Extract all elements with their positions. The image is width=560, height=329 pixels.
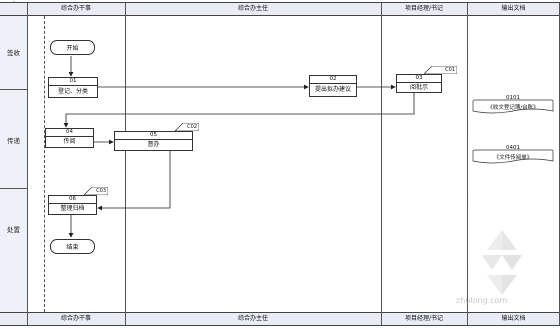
column-header-manager: 项目经理/书记 — [404, 5, 444, 12]
document-name: 《文件传阅单》 — [493, 155, 533, 161]
step-label: 传阅 — [63, 138, 76, 145]
output-document-0401: 0401 《文件传阅单》 — [470, 145, 556, 165]
step-label: 登记、分类 — [57, 87, 88, 95]
step-id: 04 — [46, 129, 93, 137]
control-flag-label: C03 — [96, 188, 106, 194]
control-flag-c01: C01 — [424, 66, 457, 74]
step-id: 06 — [49, 196, 96, 204]
step-label: 督办 — [147, 141, 160, 148]
column-footer-staff: 综合办干事 — [60, 315, 91, 322]
end-terminator: 结束 — [50, 239, 95, 254]
document-name: 《收文登记簿/台账》 — [487, 105, 539, 111]
control-flag-c03: C03 — [84, 187, 108, 195]
control-flag-label: C01 — [445, 67, 455, 73]
row-label-handle: 处置 — [7, 226, 20, 234]
step-id: 02 — [310, 76, 356, 84]
lane-guide-dashed — [125, 16, 126, 312]
column-header-director: 综合办主任 — [237, 5, 268, 12]
process-step-05: 05 督办 — [114, 131, 193, 151]
lane-guide-dashed — [467, 16, 468, 312]
arrow-05-to-06 — [97, 150, 171, 211]
step-label: 阅批示 — [409, 83, 428, 91]
row-label-band — [0, 16, 27, 312]
control-flag-c02: C02 — [175, 123, 199, 131]
step-id: 01 — [49, 78, 97, 86]
process-step-03: 03 阅批示 — [396, 74, 442, 93]
watermark-text: zhulong.com — [456, 296, 508, 305]
process-step-04: 04 传阅 — [45, 128, 94, 148]
process-step-01: 01 登记、分类 — [48, 77, 98, 98]
process-step-06: 06 整理归档 — [48, 195, 97, 215]
step-label: 整理归档 — [60, 205, 85, 212]
arrow-03-to-04 — [63, 92, 415, 128]
document-code: 0101 — [506, 95, 520, 101]
row-divider — [0, 188, 27, 189]
watermark-logo-icon — [482, 230, 522, 295]
column-footer-manager: 项目经理/书记 — [404, 315, 444, 322]
column-header-output: 输出文档 — [501, 5, 526, 12]
step-id: 03 — [397, 75, 441, 83]
process-step-02: 02 提出拟办建议 — [309, 75, 357, 97]
column-divider — [27, 2, 28, 326]
output-document-0101: 0101 《收文登记簿/台账》 — [470, 95, 556, 115]
row-label-receive: 签收 — [7, 49, 20, 57]
control-flag-label: C02 — [187, 124, 197, 130]
footer-bar: 综合办干事 综合办主任 项目经理/书记 输出文档 — [0, 312, 560, 326]
lane-guide-dashed — [381, 16, 382, 312]
step-label: 提出拟办建议 — [314, 86, 351, 93]
header-bar: 综合办干事 综合办主任 项目经理/书记 输出文档 — [0, 2, 560, 16]
column-footer-output: 输出文档 — [501, 315, 526, 322]
row-label-transfer: 传递 — [7, 137, 20, 145]
start-terminator: 开始 — [50, 40, 95, 55]
step-id: 05 — [115, 132, 192, 140]
document-code: 0401 — [506, 145, 520, 151]
column-footer-director: 综合办主任 — [237, 315, 268, 322]
row-divider — [0, 89, 27, 90]
column-header-staff: 综合办干事 — [60, 5, 91, 12]
lane-guide-dashed — [44, 16, 45, 312]
